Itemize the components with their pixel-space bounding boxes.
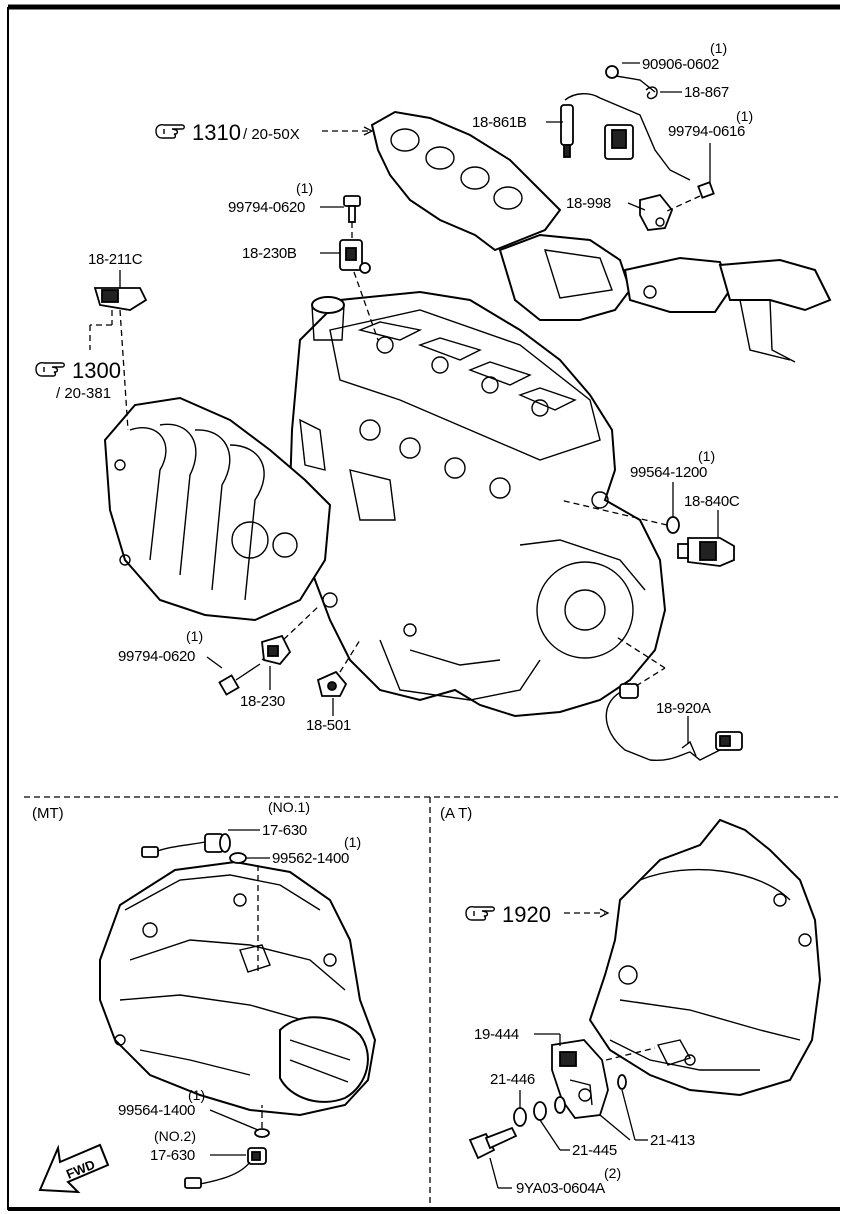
ref-1310-num: 1310 [192,120,241,145]
washer-21-446 [513,1107,527,1127]
label-21-413: 21-413 [650,1132,695,1149]
engine-assembly [288,290,667,718]
intake-manifold [103,396,332,622]
range-sensor-19-444 [551,1039,656,1119]
qty-99564-1200: (1) [698,448,715,464]
label-19-444: 19-444 [474,1026,519,1043]
label-18-230B: 18-230B [242,245,297,262]
label-99794-0620-lower: 99794-0620 [118,648,195,665]
oxygen-sensor-18-861B [560,65,691,181]
bolt-99794-0616 [664,181,715,213]
harness-18-920A [605,635,743,762]
label-18-230: 18-230 [240,693,285,710]
crank-sensor-18-230 [261,634,292,666]
pointing-hand-icon [35,362,65,377]
switch-17-630-no2 [184,1105,270,1189]
washer-21-445 [533,1096,566,1121]
qty-99564-1400: (1) [188,1087,205,1103]
manual-transmission [99,860,377,1117]
ref-1920-num: 1920 [502,902,551,927]
ref-1300-sub: / 20-381 [56,385,111,402]
label-21-446: 21-446 [490,1071,535,1088]
label-99794-0620-upper: 99794-0620 [228,199,305,216]
qty-99794-0620-lower: (1) [186,628,203,644]
ref-1300-num: 1300 [72,358,121,383]
section-at: (A T) [440,805,472,822]
camshaft-sensor-18-230B [339,239,379,341]
qty-99562-1400: (1) [344,834,361,850]
qty-99794-0616: (1) [736,108,753,124]
qty-90906-0602: (1) [710,40,727,56]
label-18-867: 18-867 [684,84,729,101]
temp-sensor-18-840C [677,537,735,567]
ref-1310-sub: / 20-50X [243,126,300,143]
pointing-hand-icon [155,124,185,139]
label-9YA03-0604A: 9YA03-0604A [516,1180,605,1197]
pointing-hand-icon [465,906,495,921]
knock-sensor-18-501 [316,639,361,697]
bolt-9YA03-0604A [468,1126,518,1160]
label-21-445: 21-445 [572,1142,617,1159]
qty-17-630-no2: (NO.2) [154,1128,196,1144]
label-99564-1200: 99564-1200 [630,464,707,481]
switch-17-630-no1 [141,833,259,975]
label-99794-0616: 99794-0616 [668,123,745,140]
section-mt: (MT) [32,805,64,822]
label-18-840C: 18-840C [684,493,740,510]
automatic-transmission [588,818,822,1097]
forward-arrow-icon: FWD [38,1143,110,1194]
label-17-630-no1: 17-630 [262,822,307,839]
washer-99564-1200 [559,499,680,534]
label-18-861B: 18-861B [472,114,527,131]
bracket-18-998 [639,193,674,231]
qty-99794-0620-upper: (1) [296,180,313,196]
leader-lines [119,62,719,1189]
label-90906-0602: 90906-0602 [642,56,719,73]
qty-17-630-no1: (NO.1) [268,799,310,815]
label-17-630-no2: 17-630 [150,1147,195,1164]
label-18-501: 18-501 [306,717,351,734]
label-18-998: 18-998 [566,195,611,212]
qty-9YA03-0604A: (2) [604,1165,621,1181]
label-18-211C: 18-211C [88,251,143,268]
sensor-18-211C [89,287,148,431]
exhaust-manifold [370,110,832,363]
label-99564-1400: 99564-1400 [118,1102,195,1119]
bolt-99794-0620-upper [343,195,361,240]
label-99562-1400: 99562-1400 [272,850,349,867]
label-18-920A: 18-920A [656,700,711,717]
